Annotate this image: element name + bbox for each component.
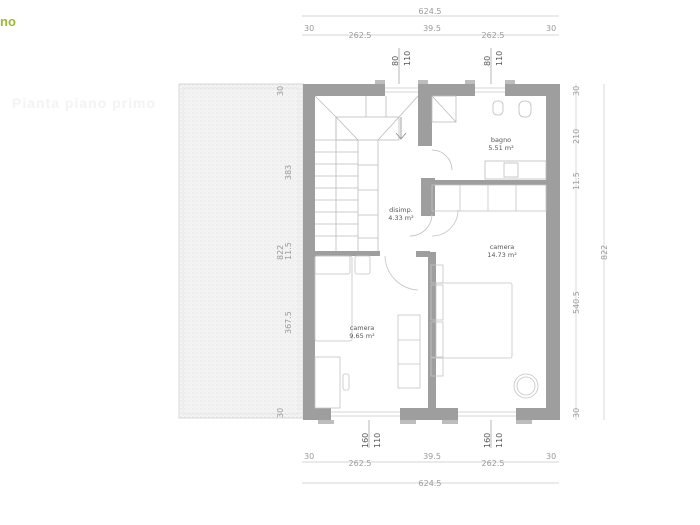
svg-text:110: 110 bbox=[373, 433, 382, 448]
terrace-area bbox=[178, 83, 304, 419]
room-label-bagno: bagno 5.51 m² bbox=[488, 136, 514, 152]
page-title-fragment: no bbox=[0, 14, 16, 29]
svg-text:262.5: 262.5 bbox=[482, 459, 505, 468]
svg-text:9.65 m²: 9.65 m² bbox=[349, 332, 375, 340]
staircase bbox=[314, 95, 419, 251]
svg-text:80: 80 bbox=[391, 56, 400, 66]
svg-text:367.5: 367.5 bbox=[284, 311, 293, 334]
svg-text:110: 110 bbox=[403, 51, 412, 66]
svg-text:160: 160 bbox=[361, 433, 370, 448]
svg-text:disimp.: disimp. bbox=[389, 206, 413, 214]
svg-text:624.5: 624.5 bbox=[419, 7, 442, 16]
svg-text:camera: camera bbox=[490, 243, 515, 251]
svg-text:110: 110 bbox=[495, 433, 504, 448]
dimensions-top: 624.5 30 262.5 39.5 262.5 30 80 110 80 1… bbox=[304, 7, 556, 66]
window-lines bbox=[331, 87, 516, 417]
svg-text:30: 30 bbox=[276, 408, 285, 418]
svg-text:14.73 m²: 14.73 m² bbox=[487, 251, 517, 259]
svg-text:30: 30 bbox=[546, 24, 556, 33]
svg-text:80: 80 bbox=[483, 56, 492, 66]
bedroom-furniture bbox=[314, 184, 547, 409]
svg-text:bagno: bagno bbox=[491, 136, 511, 144]
dimensions-right: 30 210 11.5 540.5 30 822 bbox=[572, 86, 609, 418]
svg-text:39.5: 39.5 bbox=[423, 24, 441, 33]
svg-text:30: 30 bbox=[546, 452, 556, 461]
svg-text:4.33 m²: 4.33 m² bbox=[388, 214, 414, 222]
svg-text:624.5: 624.5 bbox=[419, 479, 442, 488]
svg-text:5.51 m²: 5.51 m² bbox=[488, 144, 514, 152]
svg-text:383: 383 bbox=[284, 165, 293, 180]
dimension-lines bbox=[302, 15, 605, 484]
svg-text:160: 160 bbox=[483, 433, 492, 448]
svg-text:822: 822 bbox=[276, 245, 285, 260]
ghost-caption: Pianta piano primo bbox=[12, 95, 157, 111]
svg-text:39.5: 39.5 bbox=[423, 452, 441, 461]
room-label-camera-large: camera 14.73 m² bbox=[487, 243, 517, 259]
window-sills bbox=[318, 80, 532, 424]
dimensions-bottom: 160 110 160 110 30 262.5 39.5 262.5 30 6… bbox=[304, 433, 556, 488]
svg-text:210: 210 bbox=[572, 129, 581, 144]
room-label-camera-small: camera 9.65 m² bbox=[349, 324, 375, 340]
bathroom-fixtures bbox=[431, 95, 547, 180]
svg-text:30: 30 bbox=[304, 452, 314, 461]
svg-text:camera: camera bbox=[350, 324, 375, 332]
svg-text:262.5: 262.5 bbox=[349, 459, 372, 468]
svg-text:30: 30 bbox=[276, 86, 285, 96]
svg-text:30: 30 bbox=[304, 24, 314, 33]
svg-text:30: 30 bbox=[572, 86, 581, 96]
svg-text:110: 110 bbox=[495, 51, 504, 66]
svg-text:11.5: 11.5 bbox=[284, 242, 293, 260]
svg-text:30: 30 bbox=[572, 408, 581, 418]
room-label-disimp: disimp. 4.33 m² bbox=[388, 206, 414, 222]
svg-text:262.5: 262.5 bbox=[482, 31, 505, 40]
svg-text:540.5: 540.5 bbox=[572, 291, 581, 314]
walls bbox=[303, 84, 560, 420]
svg-text:11.5: 11.5 bbox=[572, 172, 581, 190]
svg-text:262.5: 262.5 bbox=[349, 31, 372, 40]
dimensions-left: 30 383 822 11.5 367.5 30 bbox=[276, 86, 293, 418]
svg-text:822: 822 bbox=[600, 245, 609, 260]
